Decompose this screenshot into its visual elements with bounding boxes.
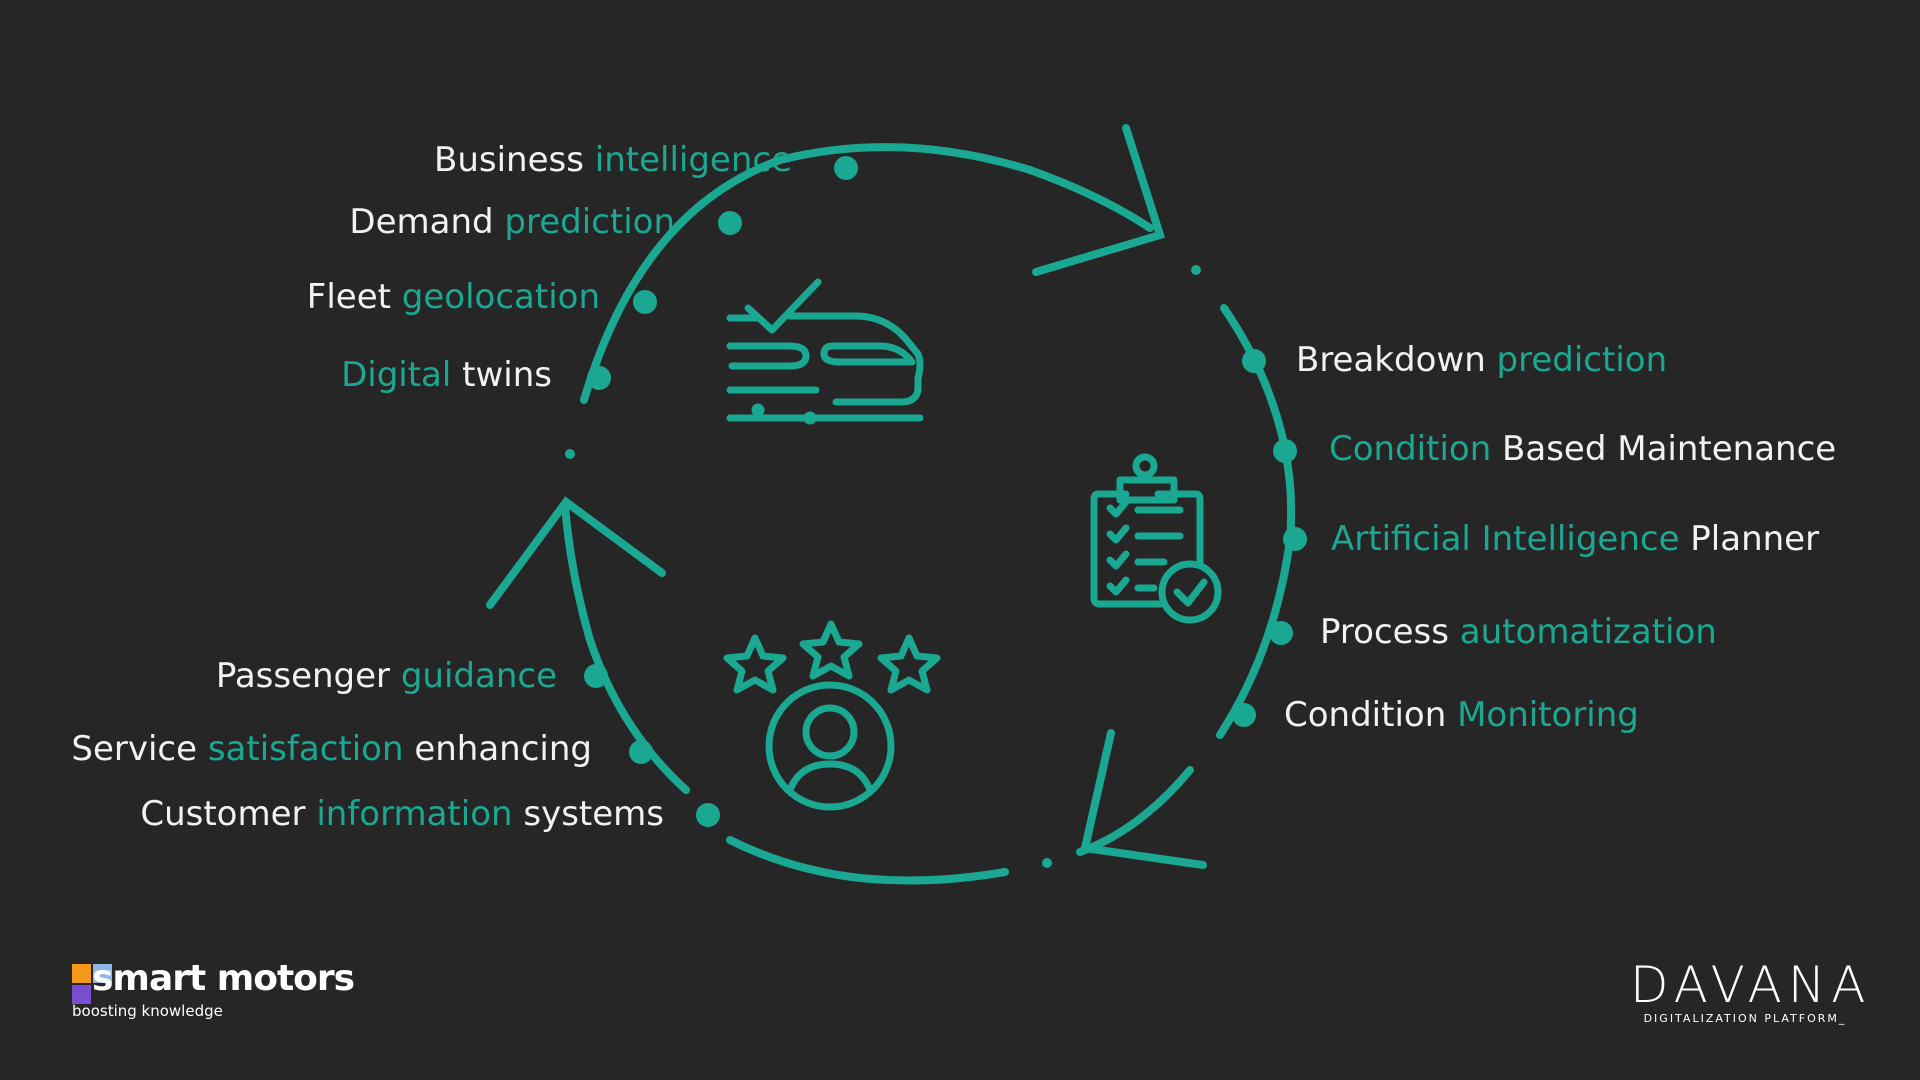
bullet-point (696, 803, 720, 827)
bullet-point (1242, 349, 1266, 373)
capability-label: Business intelligence (434, 140, 792, 180)
label-part: Process (1320, 612, 1460, 652)
capability-label: Service satisfaction enhancing (71, 729, 592, 769)
label-part: Monitoring (1457, 695, 1639, 735)
cycle-arrowhead-left (486, 496, 666, 609)
cycle-dot (1191, 265, 1201, 275)
bullet-point (587, 366, 611, 390)
label-part: geolocation (401, 277, 600, 317)
davana-logo: DAVANA DIGITALIZATION PLATFORM_ (1630, 956, 1872, 1025)
label-part: Service (71, 729, 208, 769)
capability-label: Condition Based Maintenance (1329, 429, 1836, 469)
bullet-point (1273, 439, 1297, 463)
capability-label: Demand prediction (349, 202, 675, 242)
label-part: Fleet (306, 277, 402, 317)
label-part: Demand (349, 202, 505, 242)
train-check-icon (726, 278, 924, 425)
bullet-point (1232, 703, 1256, 727)
bullet-point (584, 664, 608, 688)
label-part: Business (434, 140, 595, 180)
label-part: guidance (400, 656, 557, 696)
capability-label: Condition Monitoring (1284, 695, 1639, 735)
cycle-arc-bottom (726, 766, 1194, 885)
cycle-dot (565, 449, 575, 459)
customer-rating-icon (723, 620, 941, 811)
label-part: twins (451, 355, 552, 395)
label-part: enhancing (403, 729, 592, 769)
label-part: Artificial Intelligence (1331, 519, 1680, 559)
logo-squares-icon (72, 964, 112, 1006)
logo-tagline: DIGITALIZATION PLATFORM_ (1643, 1012, 1847, 1025)
label-part: Customer (140, 794, 317, 834)
label-part: systems (512, 794, 664, 834)
clipboard-check-icon (1090, 453, 1222, 624)
label-part: Condition (1284, 695, 1458, 735)
capability-label: Digital twins (341, 355, 552, 395)
cycle-arrowhead-top (1032, 124, 1166, 276)
bullet-point (834, 156, 858, 180)
label-part: prediction (504, 202, 675, 242)
bullet-point (633, 290, 657, 314)
capability-label: Fleet geolocation (307, 277, 600, 317)
capability-label: Process automatization (1320, 612, 1717, 652)
bullet-point (1269, 621, 1293, 645)
label-part: Condition (1329, 429, 1492, 469)
capability-label: Breakdown prediction (1296, 340, 1667, 380)
label-part: Passenger (215, 656, 401, 696)
label-part: Breakdown (1296, 340, 1497, 380)
bullet-point (1283, 527, 1307, 551)
capability-label: Artificial Intelligence Planner (1331, 519, 1819, 559)
cycle-arc-top (580, 143, 1154, 404)
label-part: automatization (1459, 612, 1717, 652)
capability-label: Passenger guidance (216, 656, 557, 696)
bullet-point (629, 740, 653, 764)
logo-name: smart motors (92, 958, 355, 999)
bullet-point (718, 211, 742, 235)
label-part: Digital (341, 355, 452, 395)
label-part: intelligence (594, 140, 792, 180)
label-part: satisfaction (207, 729, 404, 769)
label-part: Based Maintenance (1491, 429, 1837, 469)
logo-name: DAVANA (1630, 956, 1872, 1014)
capability-label: Customer information systems (140, 794, 664, 834)
label-part: prediction (1496, 340, 1668, 380)
label-part: information (316, 794, 513, 834)
logo-tagline: boosting knowledge (72, 1002, 223, 1020)
cycle-dot (1042, 858, 1052, 868)
cycle-arrowhead-bottom (1080, 729, 1207, 869)
label-part: Planner (1679, 519, 1820, 559)
